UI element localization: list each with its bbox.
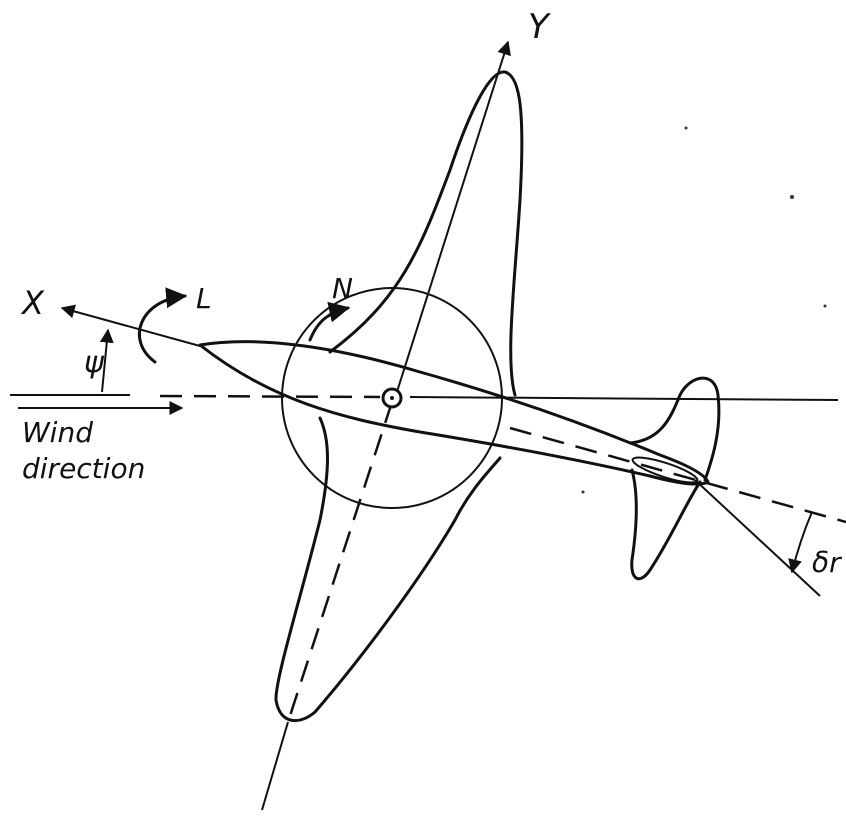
tail-upper (628, 376, 721, 482)
roll-moment-arrow (137, 287, 188, 364)
x-axis-label: X (20, 284, 45, 322)
cg-dot (390, 396, 394, 400)
lower-wing (274, 416, 502, 723)
psi-label: ψ (84, 345, 105, 380)
speck (684, 126, 688, 130)
speck (790, 195, 794, 199)
yaw-moment-label: N (332, 272, 353, 305)
wind-label-line1: Wind (22, 416, 93, 449)
wind-label-line2: direction (22, 452, 145, 485)
wind-reference-line-right (409, 396, 839, 401)
rudder-deflection-label: δr (812, 546, 842, 579)
rudder-surface (631, 456, 699, 484)
y-axis-label: Y (528, 7, 551, 47)
cg-circle (281, 287, 503, 509)
psi-angle-arrow (99, 328, 114, 393)
upper-wing (328, 70, 524, 397)
y-axis-lower (261, 721, 289, 811)
delta-r-arc (788, 511, 813, 574)
speck (823, 304, 827, 308)
y-axis (394, 40, 511, 399)
tail-lower (630, 468, 702, 581)
yaw-moment-arrow (308, 301, 351, 342)
fuselage-axis-dashed (509, 426, 846, 524)
roll-moment-label: L (196, 282, 212, 315)
speck (581, 490, 585, 494)
wind-reference-line-dashed (159, 394, 381, 399)
fuselage (198, 340, 710, 486)
x-axis (60, 304, 201, 347)
rudder-line (694, 479, 821, 597)
y-axis-dashed (286, 401, 394, 723)
